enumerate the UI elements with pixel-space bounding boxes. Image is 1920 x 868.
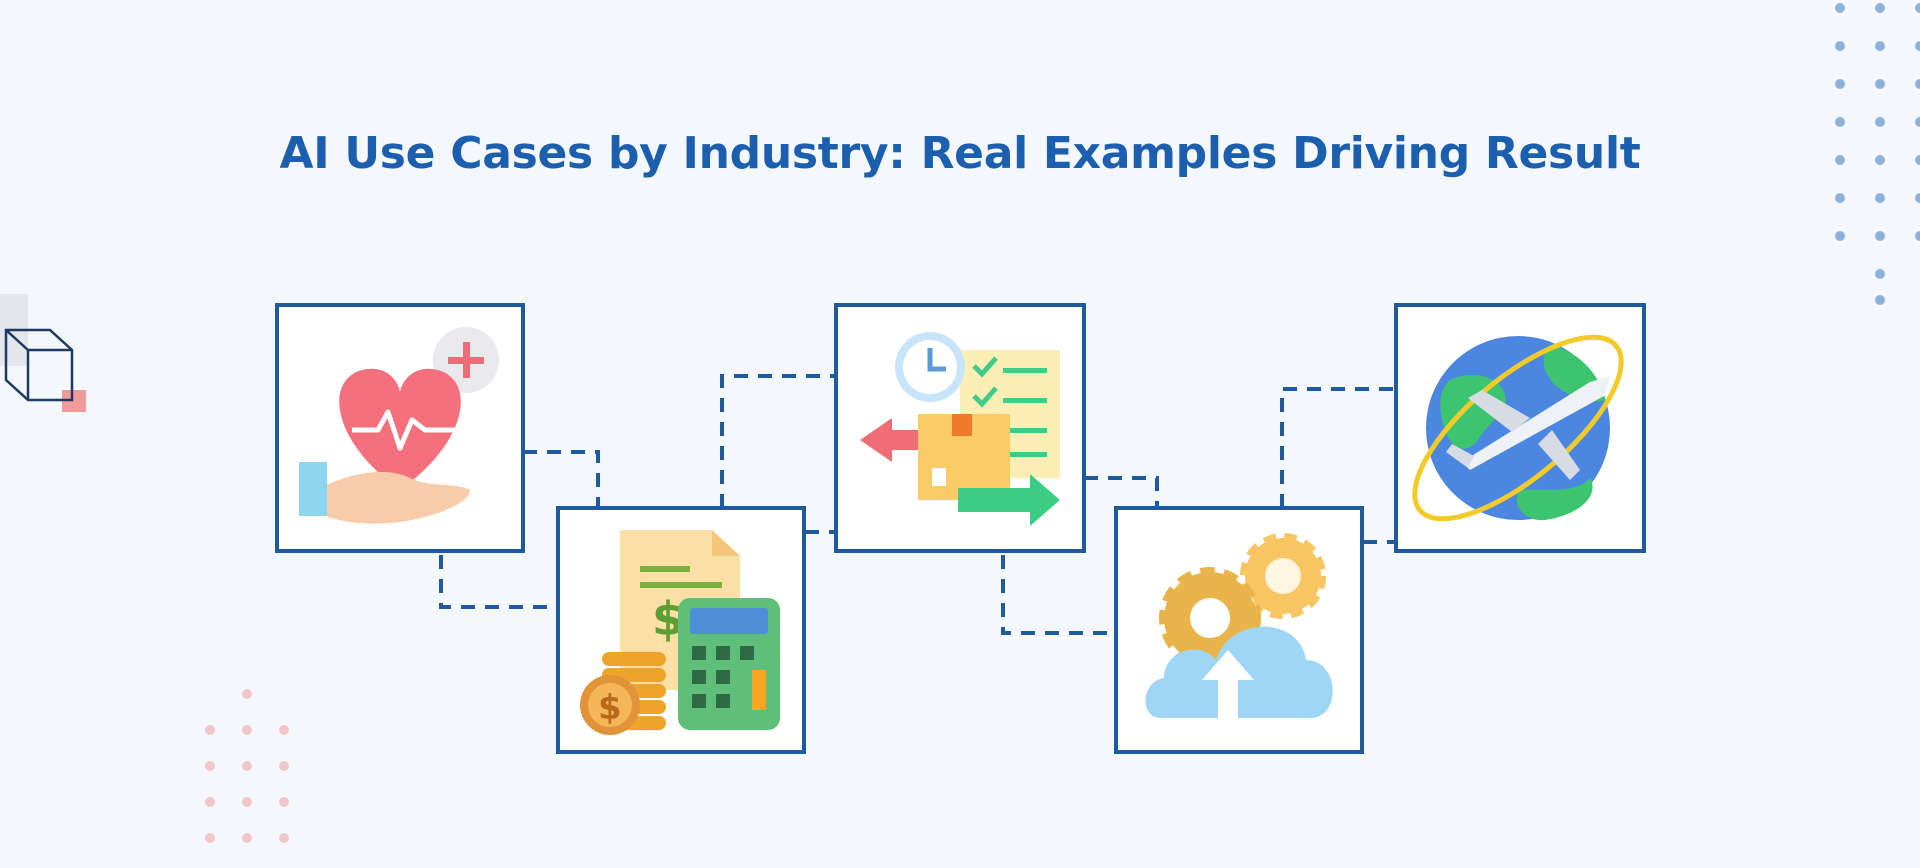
- card-travel: [1394, 303, 1646, 553]
- svg-text:$: $: [598, 688, 622, 728]
- connector-3-4-bottom: [1001, 555, 1116, 635]
- card-cloud-automation: [1114, 506, 1364, 754]
- connector-4-5-top: [1280, 387, 1396, 508]
- card-finance: $ $: [556, 506, 806, 754]
- healthcare-heart-hand-icon: [299, 327, 499, 524]
- decorative-dots-blue: [1835, 3, 1920, 305]
- connector-3-4-top: [1084, 476, 1159, 508]
- decorative-dots-pink: [205, 689, 289, 843]
- connector-1-2-bottom: [439, 555, 558, 609]
- travel-globe-airplane-icon: [1412, 334, 1624, 522]
- decorative-cube-icon: [0, 294, 86, 412]
- connectors: [439, 374, 1396, 635]
- connector-1-2-top: [523, 450, 600, 508]
- card-logistics: [834, 303, 1086, 553]
- card-healthcare: [275, 303, 525, 553]
- logistics-package-checklist-icon: [860, 332, 1060, 526]
- connector-2-3-top: [720, 374, 836, 508]
- page-title: AI Use Cases by Industry: Real Examples …: [279, 128, 1641, 179]
- cloud-upload-gears-icon: [1145, 533, 1333, 718]
- finance-calculator-coins-icon: $ $: [580, 530, 780, 735]
